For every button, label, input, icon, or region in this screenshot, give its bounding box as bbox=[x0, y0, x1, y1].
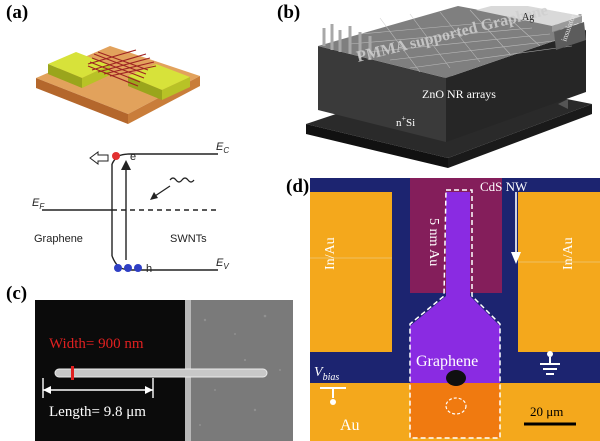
ec-label: E bbox=[216, 141, 224, 153]
width-marker bbox=[71, 366, 74, 380]
svg-text:Vbias: Vbias bbox=[314, 365, 339, 383]
length-label: Length= 9.8 μm bbox=[49, 404, 146, 420]
vbias-sub: bias bbox=[323, 372, 340, 383]
electron-label: e bbox=[130, 151, 136, 163]
panel-label-a: (a) bbox=[6, 2, 29, 23]
sem-image: Width= 900 nm Length= 9.8 μm bbox=[35, 300, 293, 441]
svg-text:EC: EC bbox=[216, 141, 229, 155]
bottom-au-label: Au bbox=[340, 417, 360, 434]
svg-text:n+Si: n+Si bbox=[396, 114, 415, 129]
svg-text:EV: EV bbox=[216, 257, 229, 271]
swnts-label: SWNTs bbox=[170, 233, 207, 245]
in-au-left-label: In/Au bbox=[323, 237, 338, 270]
hole-dot bbox=[124, 264, 132, 272]
hole-label: h bbox=[146, 263, 152, 275]
thin-au-label: 5 nm Au bbox=[426, 218, 441, 266]
ag-label: Ag bbox=[522, 12, 534, 23]
contact-hole bbox=[446, 370, 466, 386]
zno-nr-label: ZnO NR arrays bbox=[422, 87, 496, 101]
in-au-right-label: In/Au bbox=[561, 237, 576, 270]
width-label: Width= 900 nm bbox=[49, 336, 144, 352]
cds-nw-label: CdS NW bbox=[480, 179, 528, 194]
panel-label-c: (c) bbox=[6, 283, 28, 304]
graphene-label: Graphene bbox=[34, 233, 83, 245]
zno-device-illustration: PMMA supported Graphene Ag insulator ZnO… bbox=[306, 6, 592, 168]
substrate-si: Si bbox=[406, 117, 415, 129]
hole-dot bbox=[114, 264, 122, 272]
svg-text:EF: EF bbox=[32, 197, 45, 211]
substrate-n: n bbox=[396, 117, 402, 129]
substrate-plus: + bbox=[402, 114, 407, 123]
graphene-label-d: Graphene bbox=[416, 353, 478, 370]
ef-label: E bbox=[32, 197, 40, 209]
ev-sub: V bbox=[223, 262, 229, 271]
panel-label-b: (b) bbox=[277, 2, 301, 23]
device-3d-illustration bbox=[36, 46, 200, 124]
hole-dot bbox=[134, 264, 142, 272]
electron-dot bbox=[112, 152, 120, 160]
pointer-triangle bbox=[558, 99, 568, 109]
contact-hole-outline bbox=[445, 397, 467, 415]
scale-bar-label: 20 μm bbox=[530, 404, 563, 419]
ef-sub: F bbox=[39, 202, 45, 211]
panel-label-d: (d) bbox=[286, 176, 310, 197]
ec-sub: C bbox=[223, 146, 229, 155]
band-diagram: e h EC EF EV Graphene SWNTs bbox=[32, 141, 229, 275]
ev-label: E bbox=[216, 257, 224, 269]
vbias-label: V bbox=[314, 365, 324, 380]
optical-device-image: CdS NW In/Au In/Au 5 nm Au Graphene Vbia… bbox=[310, 178, 600, 441]
